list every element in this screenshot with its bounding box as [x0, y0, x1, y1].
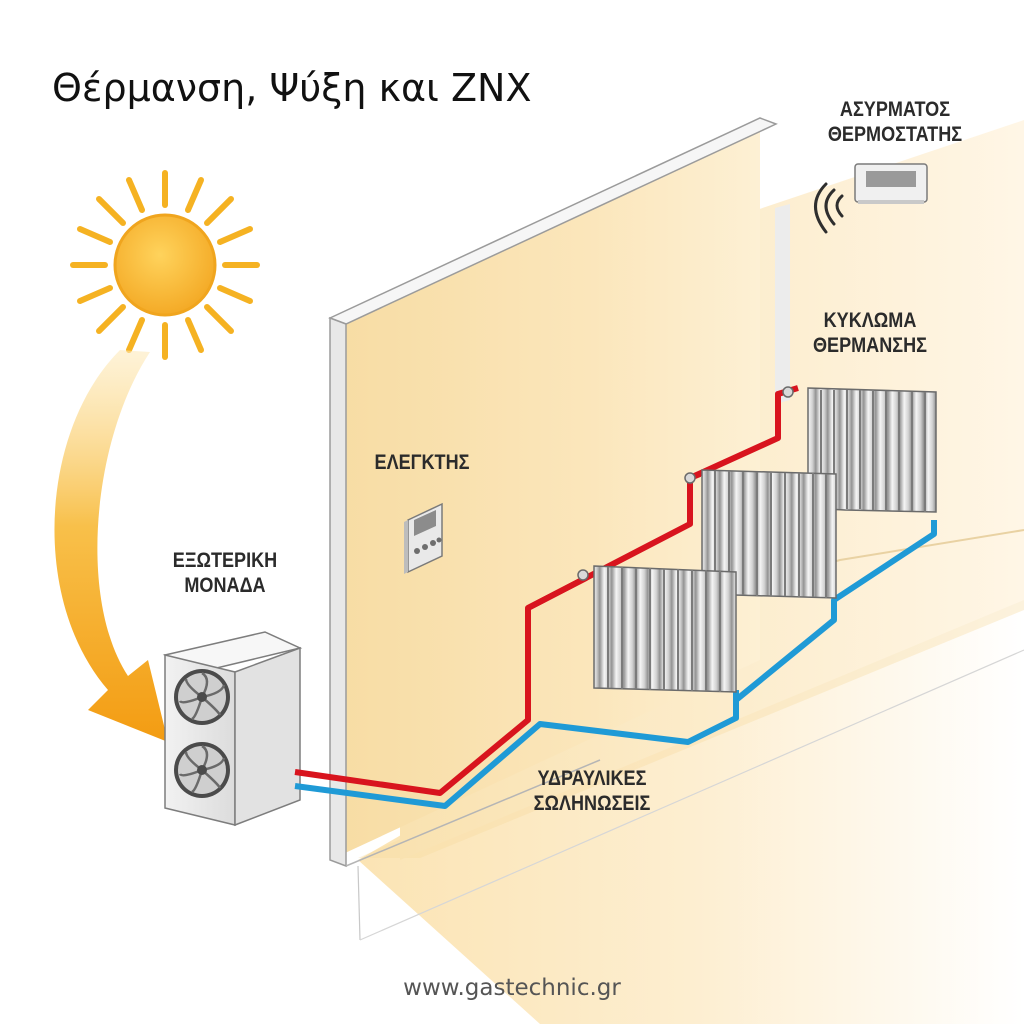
label-wireless-thermostat: ΑΣΥΡΜΑΤΟΣ ΘΕΡΜΟΣΤΑΤΗΣ [827, 98, 963, 146]
diagram-title: Θέρμανση, Ψύξη και ΖΝΧ [52, 66, 532, 110]
fan-icon [174, 742, 230, 798]
front-wall-edge-side [329, 316, 347, 868]
label-plumbing: ΥΔΡΑΥΛΙΚΕΣ ΣΩΛΗΝΩΣΕΙΣ [533, 767, 651, 815]
wireless-signal-icon [814, 182, 844, 234]
heat-pump-icon [162, 631, 303, 827]
arrow-icon [54, 350, 168, 742]
partition-wall-3 [775, 204, 790, 404]
supply-pipe [294, 385, 799, 796]
valve-icon [782, 386, 794, 398]
floor [358, 560, 1024, 1024]
valve-icon [577, 569, 589, 581]
radiator-icon [807, 387, 937, 513]
label-heating-circuit: ΚΥΚΛΩΜΑ ΘΕΡΜΑΝΣΗΣ [812, 309, 927, 357]
return-pipe [294, 520, 937, 809]
controller-icon [404, 502, 443, 574]
label-controller: ΕΛΕΓΚΤΗΣ [374, 451, 470, 474]
radiator-icon [593, 565, 737, 693]
sun-icon [70, 170, 260, 360]
thermostat-icon [854, 163, 928, 204]
fan-icon [174, 669, 230, 725]
valve-icon [684, 472, 696, 484]
radiator-icon [701, 469, 837, 599]
footer-website: www.gastechnic.gr [403, 975, 621, 1001]
label-outdoor-unit: ΕΞΩΤΕΡΙΚΗ ΜΟΝΑΔΑ [172, 549, 278, 597]
